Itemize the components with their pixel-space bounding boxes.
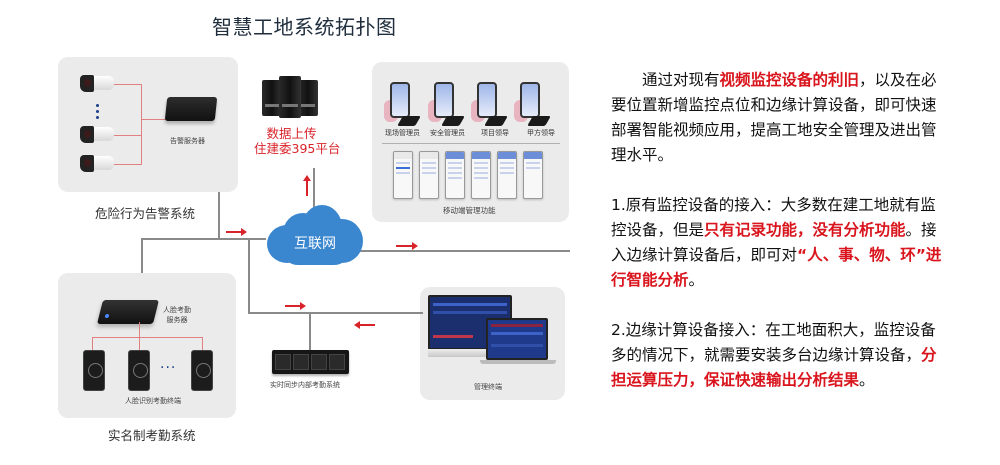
- mobile-panel-divider: [382, 143, 560, 144]
- alarm-system-caption: 危险行为告警系统: [95, 206, 196, 221]
- role-label: 项目领导: [481, 129, 509, 137]
- phone-in-hand-icon: [384, 82, 421, 126]
- server-terminal-link: [139, 322, 140, 338]
- face-terminal-icon: [83, 350, 105, 391]
- upload-label-line1: 数据上传: [266, 126, 317, 141]
- description-text: 通过对现有视频监控设备的利旧，以及在必要位置新增监控点位和边缘计算设备，即可快速…: [611, 68, 951, 418]
- role-label: 现场管理员: [385, 129, 420, 137]
- attendance-connector: [141, 238, 143, 273]
- lower-bus: [248, 312, 423, 314]
- app-screenshot: [523, 151, 543, 199]
- face-attendance-server-icon: [97, 300, 159, 324]
- camera-link: [114, 135, 142, 136]
- attendance-system-panel: [58, 273, 236, 418]
- internet-cloud-label: 互联网: [294, 236, 336, 252]
- point2-highlight: 分担运算压力，保证快速输出分析结果: [611, 346, 937, 389]
- laptop-icon: [486, 318, 548, 360]
- intro-seg: 通过对现有: [642, 71, 720, 89]
- terminal-link: [139, 337, 140, 350]
- sync-server-label: 实时同步内部考勤系统: [270, 381, 340, 389]
- server-tower-icon: [262, 80, 282, 116]
- point2-seg: 2.边缘计算设备接入：在工地面积大，监控设备多的情况下，就需要安装多台边缘计算设…: [611, 321, 936, 364]
- management-terminal-label: 管理终端: [474, 383, 502, 391]
- sync-server-connector: [309, 312, 311, 350]
- role-label: 安全管理员: [430, 129, 465, 137]
- upload-label-line2: 住建委395平台: [254, 141, 341, 156]
- upload-connector: [313, 168, 315, 208]
- alarm-connector: [218, 192, 220, 240]
- point1-highlight: “人、事、物、环”进行智能分析: [611, 246, 942, 289]
- camera-link: [114, 164, 142, 165]
- face-terminal-icon: [191, 350, 213, 391]
- alarm-server-label: 告警服务器: [170, 137, 205, 145]
- point1-seg: 1.原有监控设备的接入：大多数在建工地就有监控设备，但是: [611, 196, 936, 239]
- arrow-right-icon: [285, 302, 306, 310]
- intro-paragraph: 通过对现有视频监控设备的利旧，以及在必要位置新增监控点位和边缘计算设备，即可快速…: [611, 68, 951, 168]
- terminal-link: [202, 337, 203, 350]
- more-terminals-ellipsis: ...: [160, 356, 177, 372]
- phone-in-hand-icon: [428, 82, 465, 126]
- point2-paragraph: 2.边缘计算设备接入：在工地面积大，监控设备多的情况下，就需要安装多台边缘计算设…: [611, 318, 951, 393]
- face-terminal-icon: [128, 350, 150, 391]
- server-tower-icon: [279, 76, 301, 118]
- arrow-left-icon: [354, 321, 375, 329]
- phone-in-hand-icon: [471, 82, 508, 126]
- mobile-panel-caption: 移动端管理功能: [443, 206, 496, 215]
- camera-icon: [80, 126, 114, 143]
- point1-highlight: 只有记录功能，没有分析功能: [704, 221, 906, 239]
- camera-bus: [141, 84, 142, 165]
- rack-server-icon: [272, 350, 349, 374]
- point1-paragraph: 1.原有监控设备的接入：大多数在建工地就有监控设备，但是只有记录功能，没有分析功…: [611, 193, 951, 293]
- terminal-bus: [92, 337, 202, 338]
- arrow-right-icon: [226, 228, 247, 236]
- alarm-server-icon: [164, 97, 218, 121]
- point1-seg: 。接入边缘计算设备后，即可对: [611, 221, 937, 264]
- upload-label: 数据上传 住建委395平台: [254, 126, 341, 156]
- server-tower-icon: [298, 80, 318, 116]
- diagram-title: 智慧工地系统拓扑图: [212, 15, 397, 39]
- camera-icon: [80, 155, 114, 172]
- camera-server-link: [141, 119, 167, 120]
- attendance-system-caption: 实名制考勤系统: [108, 428, 196, 443]
- point2-seg: 。: [859, 371, 875, 389]
- app-screenshot: [497, 151, 517, 199]
- face-attendance-server-label: 人脸考勤 服务器: [163, 306, 191, 324]
- intro-seg: ，以及在必要位置新增监控点位和边缘计算设备，即可快速部署智能视频应用，提高工地安…: [611, 71, 937, 164]
- intro-highlight: 视频监控设备的利旧: [719, 71, 860, 89]
- face-terminal-label: 人脸识别考勤终端: [125, 397, 181, 405]
- arrow-up-icon: [303, 175, 311, 196]
- phone-in-hand-icon: [514, 82, 551, 126]
- camera-icon: [80, 75, 114, 92]
- more-cameras-ellipsis: [96, 104, 99, 122]
- laptop-base: [480, 360, 556, 364]
- terminal-link: [92, 337, 93, 350]
- cloud-to-mobile-connector: [360, 250, 570, 252]
- point1-seg: 。: [688, 271, 705, 289]
- bus-drop: [248, 238, 250, 312]
- arrow-right-icon: [396, 242, 418, 250]
- app-screenshot: [419, 151, 439, 199]
- app-screenshot: [393, 151, 413, 199]
- internet-cloud-icon: [267, 205, 363, 265]
- main-bus-left: [141, 238, 266, 240]
- monitor-stand: [428, 349, 512, 357]
- app-screenshot: [445, 151, 465, 199]
- app-screenshot: [471, 151, 491, 199]
- role-label: 甲方领导: [527, 129, 555, 137]
- camera-link: [114, 84, 142, 85]
